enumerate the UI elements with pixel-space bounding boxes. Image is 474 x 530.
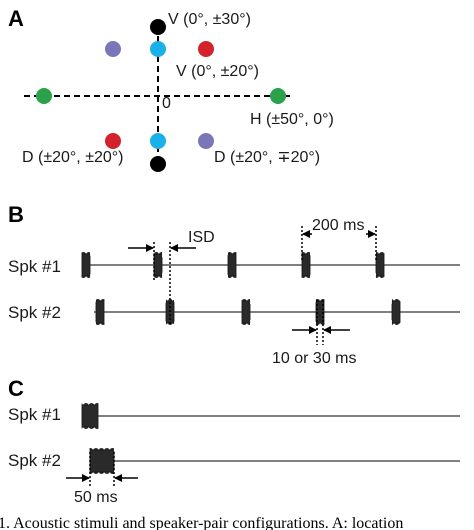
speaker-d-opp-top [105,41,121,57]
spk1-burst-core [377,255,383,275]
panel-c-spk1-burst [81,402,99,430]
speaker-v30-top [150,19,166,35]
label-h50: H (±50°, 0°) [250,111,334,128]
spk2-burst-core [97,302,103,322]
spk1-burst-core [155,255,161,275]
speaker-h-left [36,88,52,104]
panel-b-label: B [8,202,24,227]
label-d-opp: D (±20°, ∓20°) [214,149,320,166]
speaker-markers [36,19,286,172]
panel-b-spk1-label: Spk #1 [8,257,61,276]
speaker-d-same-bottom [105,133,121,149]
speaker-d-same-top [198,41,214,57]
spk2-burst-core [393,302,399,322]
isd-label: ISD [188,229,215,246]
label-v20: V (0°, ±20°) [176,63,259,80]
panel-a-label: A [8,6,24,31]
origin-label: 0 [162,95,171,112]
panel-c-spk1-label: Spk #1 [8,405,61,424]
burst-width-annotation: 10 or 30 ms [272,300,356,367]
panel-c-spk2-noise-burst-core [91,451,113,471]
caption-fragment: 1. Acoustic stimuli and speaker-pair con… [0,515,403,530]
label-v30: V (0°, ±30°) [168,11,251,28]
speaker-v30-bottom [150,156,166,172]
period-annotation: 200 ms [301,217,377,262]
spk1-burst-core [229,255,235,275]
panel-c-label: C [8,376,24,401]
panel-b-spk2-label: Spk #2 [8,303,61,322]
speaker-v20-bottom [150,133,166,149]
spk2-burst-core [317,302,323,322]
duration-label: 50 ms [74,489,118,506]
label-d-same: D (±20°, ±20°) [22,149,124,166]
panel-c-spk2-burst [89,447,115,475]
isd-annotation: ISD [128,229,215,325]
spk1-burst-core [83,255,89,275]
spk1-bursts [81,251,385,279]
speaker-d-opp-bottom [198,133,214,149]
duration-annotation: 50 ms [66,452,138,506]
burst-width-label: 10 or 30 ms [272,350,356,367]
panel-c-spk1-noise-burst-core [83,406,97,426]
panel-c-spk2-label: Spk #2 [8,451,61,470]
period-label: 200 ms [312,217,364,234]
spk2-burst-core [243,302,249,322]
speaker-v20-top [150,41,166,57]
speaker-h-right [270,88,286,104]
spk1-burst-core [303,255,309,275]
